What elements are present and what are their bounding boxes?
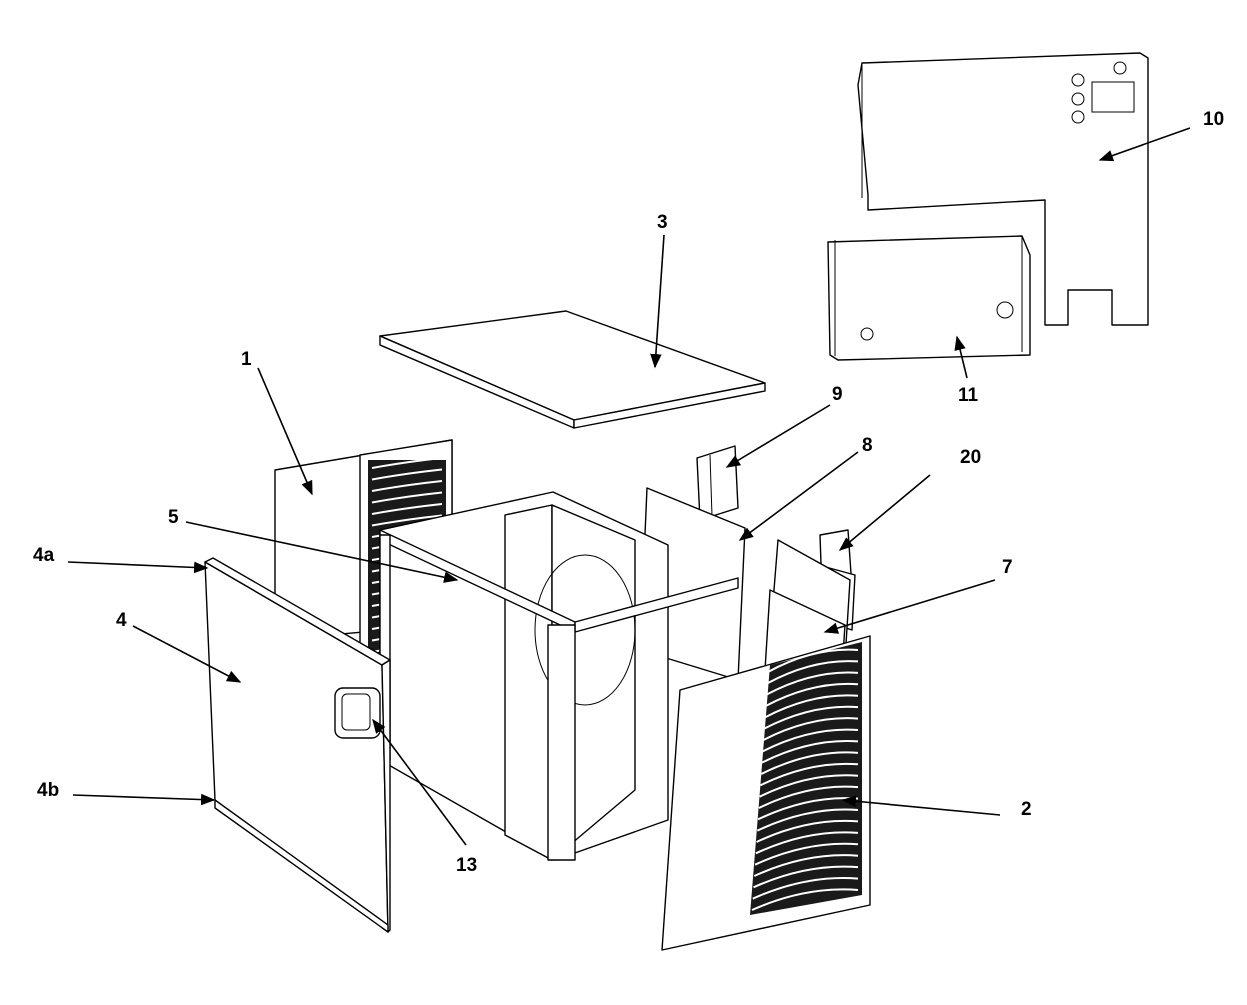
callout-4a: 4a <box>33 545 55 566</box>
callout-4b: 4b <box>37 780 59 801</box>
leader-10 <box>1098 127 1191 162</box>
part-11-electrical-box <box>827 235 1031 361</box>
louver-slat <box>371 468 443 481</box>
louver-slat <box>762 717 859 741</box>
louver-slat <box>752 877 859 900</box>
right-louver-grille <box>750 642 862 915</box>
louver-slat <box>766 660 859 685</box>
leader-9 <box>725 404 831 468</box>
callout-8: 8 <box>862 435 873 456</box>
louver-slat <box>753 865 859 889</box>
louver-slat <box>371 457 443 469</box>
callout-10: 10 <box>1203 109 1224 130</box>
leader-4a <box>67 561 209 574</box>
callout-3: 3 <box>657 212 668 233</box>
callout-13: 13 <box>456 855 477 876</box>
louver-slat <box>371 503 443 515</box>
leader-lines <box>67 127 1191 846</box>
callout-labels: 1 2 3 4 4a 4b 5 7 8 9 10 11 13 20 <box>33 109 1224 876</box>
louver-slat <box>759 762 859 787</box>
part-10-rear-panel <box>857 52 1149 326</box>
leader-2 <box>841 795 1001 816</box>
louver-slat <box>371 514 443 527</box>
louver-slat <box>763 705 859 730</box>
louver-slat <box>767 648 859 673</box>
leader-4b <box>72 793 216 806</box>
callout-2: 2 <box>1021 799 1032 820</box>
part-3-top-cover <box>379 310 766 429</box>
louver-slat <box>758 785 859 809</box>
callout-4: 4 <box>116 610 127 631</box>
leader-1 <box>257 367 313 496</box>
louver-slat <box>760 751 859 775</box>
part-4-front-door <box>204 557 391 933</box>
callout-11: 11 <box>958 385 979 406</box>
leader-8 <box>738 451 859 541</box>
leader-13 <box>372 718 467 846</box>
callout-9: 9 <box>832 384 843 405</box>
louver-slat <box>754 842 859 866</box>
leader-5 <box>185 521 459 583</box>
door-handle <box>334 687 381 739</box>
louver-slat <box>765 682 859 707</box>
louver-slat <box>761 740 859 764</box>
callout-20: 20 <box>960 447 981 468</box>
louver-slat <box>751 888 859 911</box>
louver-slat <box>766 671 859 696</box>
louver-slat <box>371 480 443 492</box>
leader-7 <box>823 579 996 634</box>
louver-slat <box>756 819 859 843</box>
part-9-bracket <box>696 445 739 521</box>
callout-1: 1 <box>241 349 252 370</box>
callout-7: 7 <box>1002 557 1013 578</box>
callout-5: 5 <box>168 507 179 528</box>
leader-3 <box>650 234 665 369</box>
chassis-frame <box>379 491 739 861</box>
leader-20 <box>838 474 931 551</box>
louver-slat <box>759 774 859 798</box>
louver-slat <box>755 831 859 855</box>
part-2-right-side-panel <box>661 635 871 951</box>
louver-slat <box>371 491 443 504</box>
leader-11 <box>954 335 968 379</box>
leader-4 <box>132 625 242 683</box>
louver-slat <box>756 808 859 832</box>
louver-slat <box>753 854 859 877</box>
louver-slat <box>764 694 859 719</box>
louver-slat <box>762 728 859 753</box>
